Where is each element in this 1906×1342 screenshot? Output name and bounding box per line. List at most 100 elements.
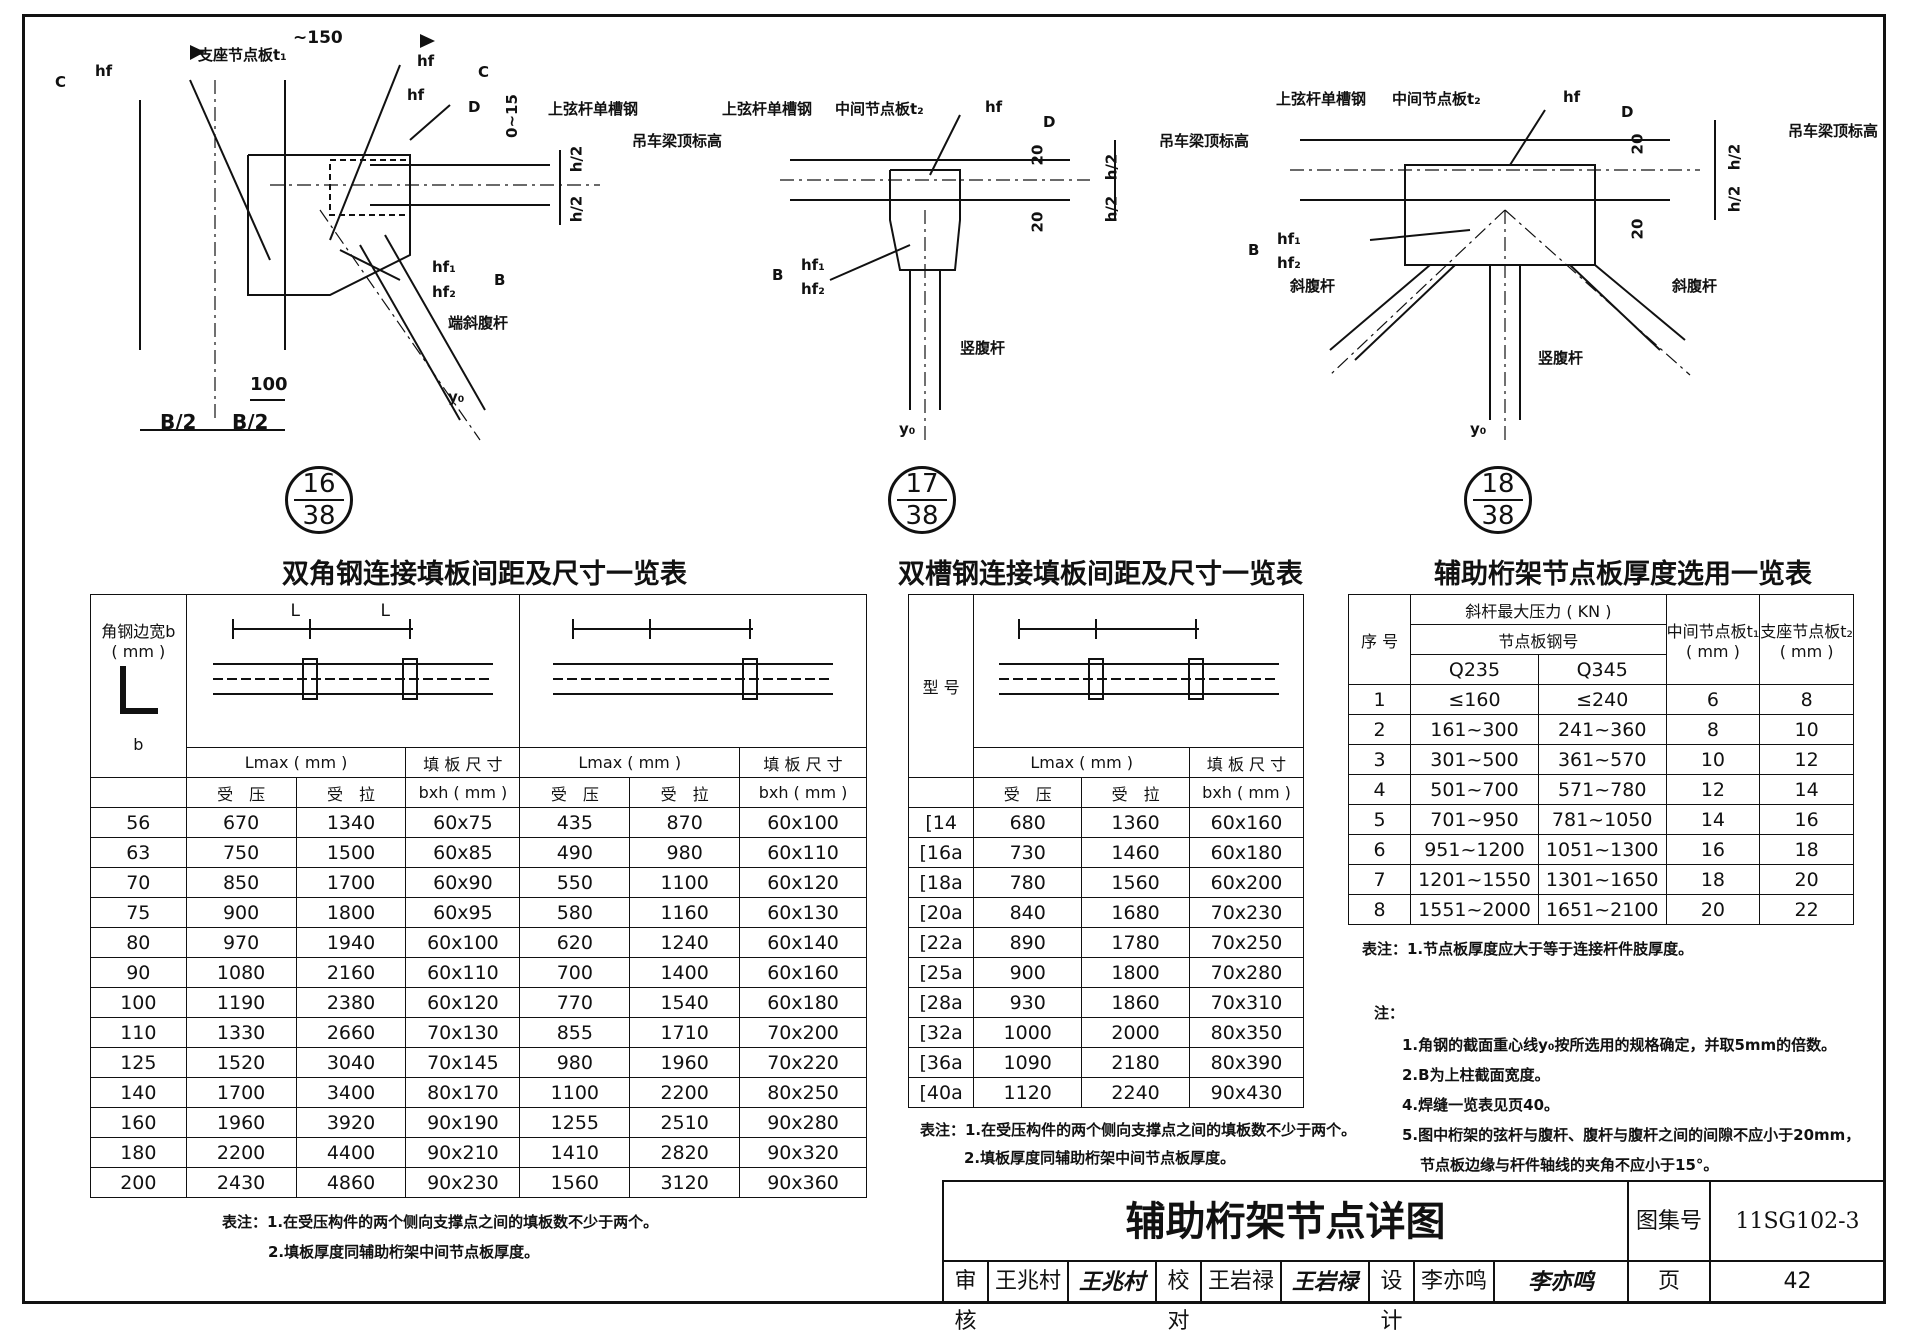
d17-d: D: [1043, 113, 1056, 131]
d17-crane-label: 吊车梁顶标高: [1159, 132, 1250, 150]
table-cell: 1360: [1081, 807, 1191, 838]
table-cell: ≤240: [1537, 684, 1667, 715]
table-cell: 770: [519, 987, 631, 1018]
table-cell: 60x180: [1189, 837, 1304, 868]
notes-item-1: 1.角钢的截面重心线y₀按所选用的规格确定，并取5mm的倍数。: [1402, 1036, 1837, 1054]
table-cell: 1160: [629, 897, 741, 928]
table-cell: 200: [90, 1167, 187, 1198]
d18-h2-top: h/2: [1725, 143, 1744, 171]
table-cell: 100: [90, 987, 187, 1018]
table-cell: 870: [629, 807, 741, 838]
table-cell: 60x110: [739, 837, 867, 868]
table-cell: 2180: [1081, 1047, 1191, 1078]
table-cell: 80: [90, 927, 187, 958]
table-cell: 60x120: [405, 987, 521, 1018]
table-cell: 1340: [295, 807, 407, 838]
d16-dim-100: 100: [250, 374, 288, 395]
t1-angle-plate-sketch: [213, 618, 494, 700]
d16-hf-left: hf: [95, 62, 113, 80]
callout-bottom: 38: [1481, 501, 1515, 531]
table-cell: 8: [1759, 684, 1854, 715]
table-cell: 60x110: [405, 957, 521, 988]
t1-tens-b: 受 拉: [629, 777, 741, 808]
table-cell: 18: [1759, 834, 1854, 865]
d16-hf-right: hf: [417, 52, 435, 70]
d18-h2-bottom: h/2: [1725, 185, 1744, 213]
t1-bxh-a: bxh ( mm ): [405, 777, 521, 808]
t1-angle-plate-sketch-b: [553, 618, 834, 700]
table-cell: 1700: [295, 867, 407, 898]
table-cell: 1520: [185, 1047, 297, 1078]
table-cell: [40a: [907, 1077, 975, 1108]
table-cell: 1240: [629, 927, 741, 958]
t3-force-header: 斜杆最大压力 ( KN ): [1410, 594, 1667, 625]
table-cell: 125: [90, 1047, 187, 1078]
table-cell: 1301~1650: [1537, 864, 1667, 895]
table-cell: 1051~1300: [1537, 834, 1667, 865]
d17-h2-bottom: h/2: [1102, 195, 1121, 223]
d16-y0: y₀: [448, 388, 465, 406]
d18-hf: hf: [1563, 88, 1581, 106]
table-cell: 12: [1665, 774, 1761, 805]
table-cell: 3400: [295, 1077, 407, 1108]
table-cell: 700: [519, 957, 631, 988]
table-cell: 1940: [295, 927, 407, 958]
d18-hf2: hf₂: [1277, 254, 1301, 272]
notes-item-4: 5.图中桁架的弦杆与腹杆、腹杆与腹杆之间的间隙不应小于20mm，: [1402, 1126, 1861, 1144]
table-cell: 900: [973, 957, 1083, 988]
table-cell: 80x350: [1189, 1017, 1304, 1048]
table-cell: 2820: [629, 1137, 741, 1168]
table-cell: [14: [907, 807, 975, 838]
d16-b: B: [494, 271, 506, 289]
table-cell: 781~1050: [1537, 804, 1667, 835]
table-cell: 90x210: [405, 1137, 521, 1168]
table-cell: 161~300: [1410, 714, 1539, 745]
table-cell: 90: [90, 957, 187, 988]
d17-vert-label: 竖腹杆: [960, 339, 1006, 357]
table-cell: 70x220: [739, 1047, 867, 1078]
checker: 王岩禄: [1202, 1262, 1282, 1302]
table-cell: 180: [90, 1137, 187, 1168]
d18-dim20-top: 20: [1628, 133, 1647, 155]
table-cell: 56: [90, 807, 187, 838]
table-cell: 930: [973, 987, 1083, 1018]
title-block: 辅助桁架节点详图 图集号 11SG102-3 审核 王兆村 王兆村 校对 王岩禄…: [942, 1180, 1886, 1334]
table-cell: 1255: [519, 1107, 631, 1138]
table-cell: 1400: [629, 957, 741, 988]
d18-hf1: hf₁: [1277, 230, 1301, 248]
table-cell: [28a: [907, 987, 975, 1018]
table-cell: 2430: [185, 1167, 297, 1198]
table-cell: 1960: [185, 1107, 297, 1138]
d17-dim20-bottom: 20: [1028, 211, 1047, 233]
t1-sketch-a: L L: [185, 594, 521, 748]
notes-head: 注：: [1374, 1004, 1405, 1022]
t1-L-b: L: [380, 600, 390, 621]
table-cell: 7: [1347, 864, 1412, 895]
table-cell: 60x180: [739, 987, 867, 1018]
t1-L-a: L: [290, 600, 300, 621]
table-cell: 1540: [629, 987, 741, 1018]
table-cell: 1500: [295, 837, 407, 868]
t3-t2-unit: ( mm ): [1779, 642, 1834, 661]
table-cell: [20a: [907, 897, 975, 928]
table2-title: 双槽钢连接填板间距及尺寸一览表: [898, 559, 1303, 590]
table-cell: 3120: [629, 1167, 741, 1198]
table-cell: 501~700: [1410, 774, 1539, 805]
d17-h2-top: h/2: [1102, 153, 1121, 181]
d17-dim20-top: 20: [1028, 144, 1047, 166]
table-cell: 850: [185, 867, 297, 898]
table-cell: 90x280: [739, 1107, 867, 1138]
table-cell: 60x140: [739, 927, 867, 958]
atlas-number: 11SG102-3: [1711, 1182, 1884, 1262]
table-cell: 140: [90, 1077, 187, 1108]
table-cell: 1800: [1081, 957, 1191, 988]
